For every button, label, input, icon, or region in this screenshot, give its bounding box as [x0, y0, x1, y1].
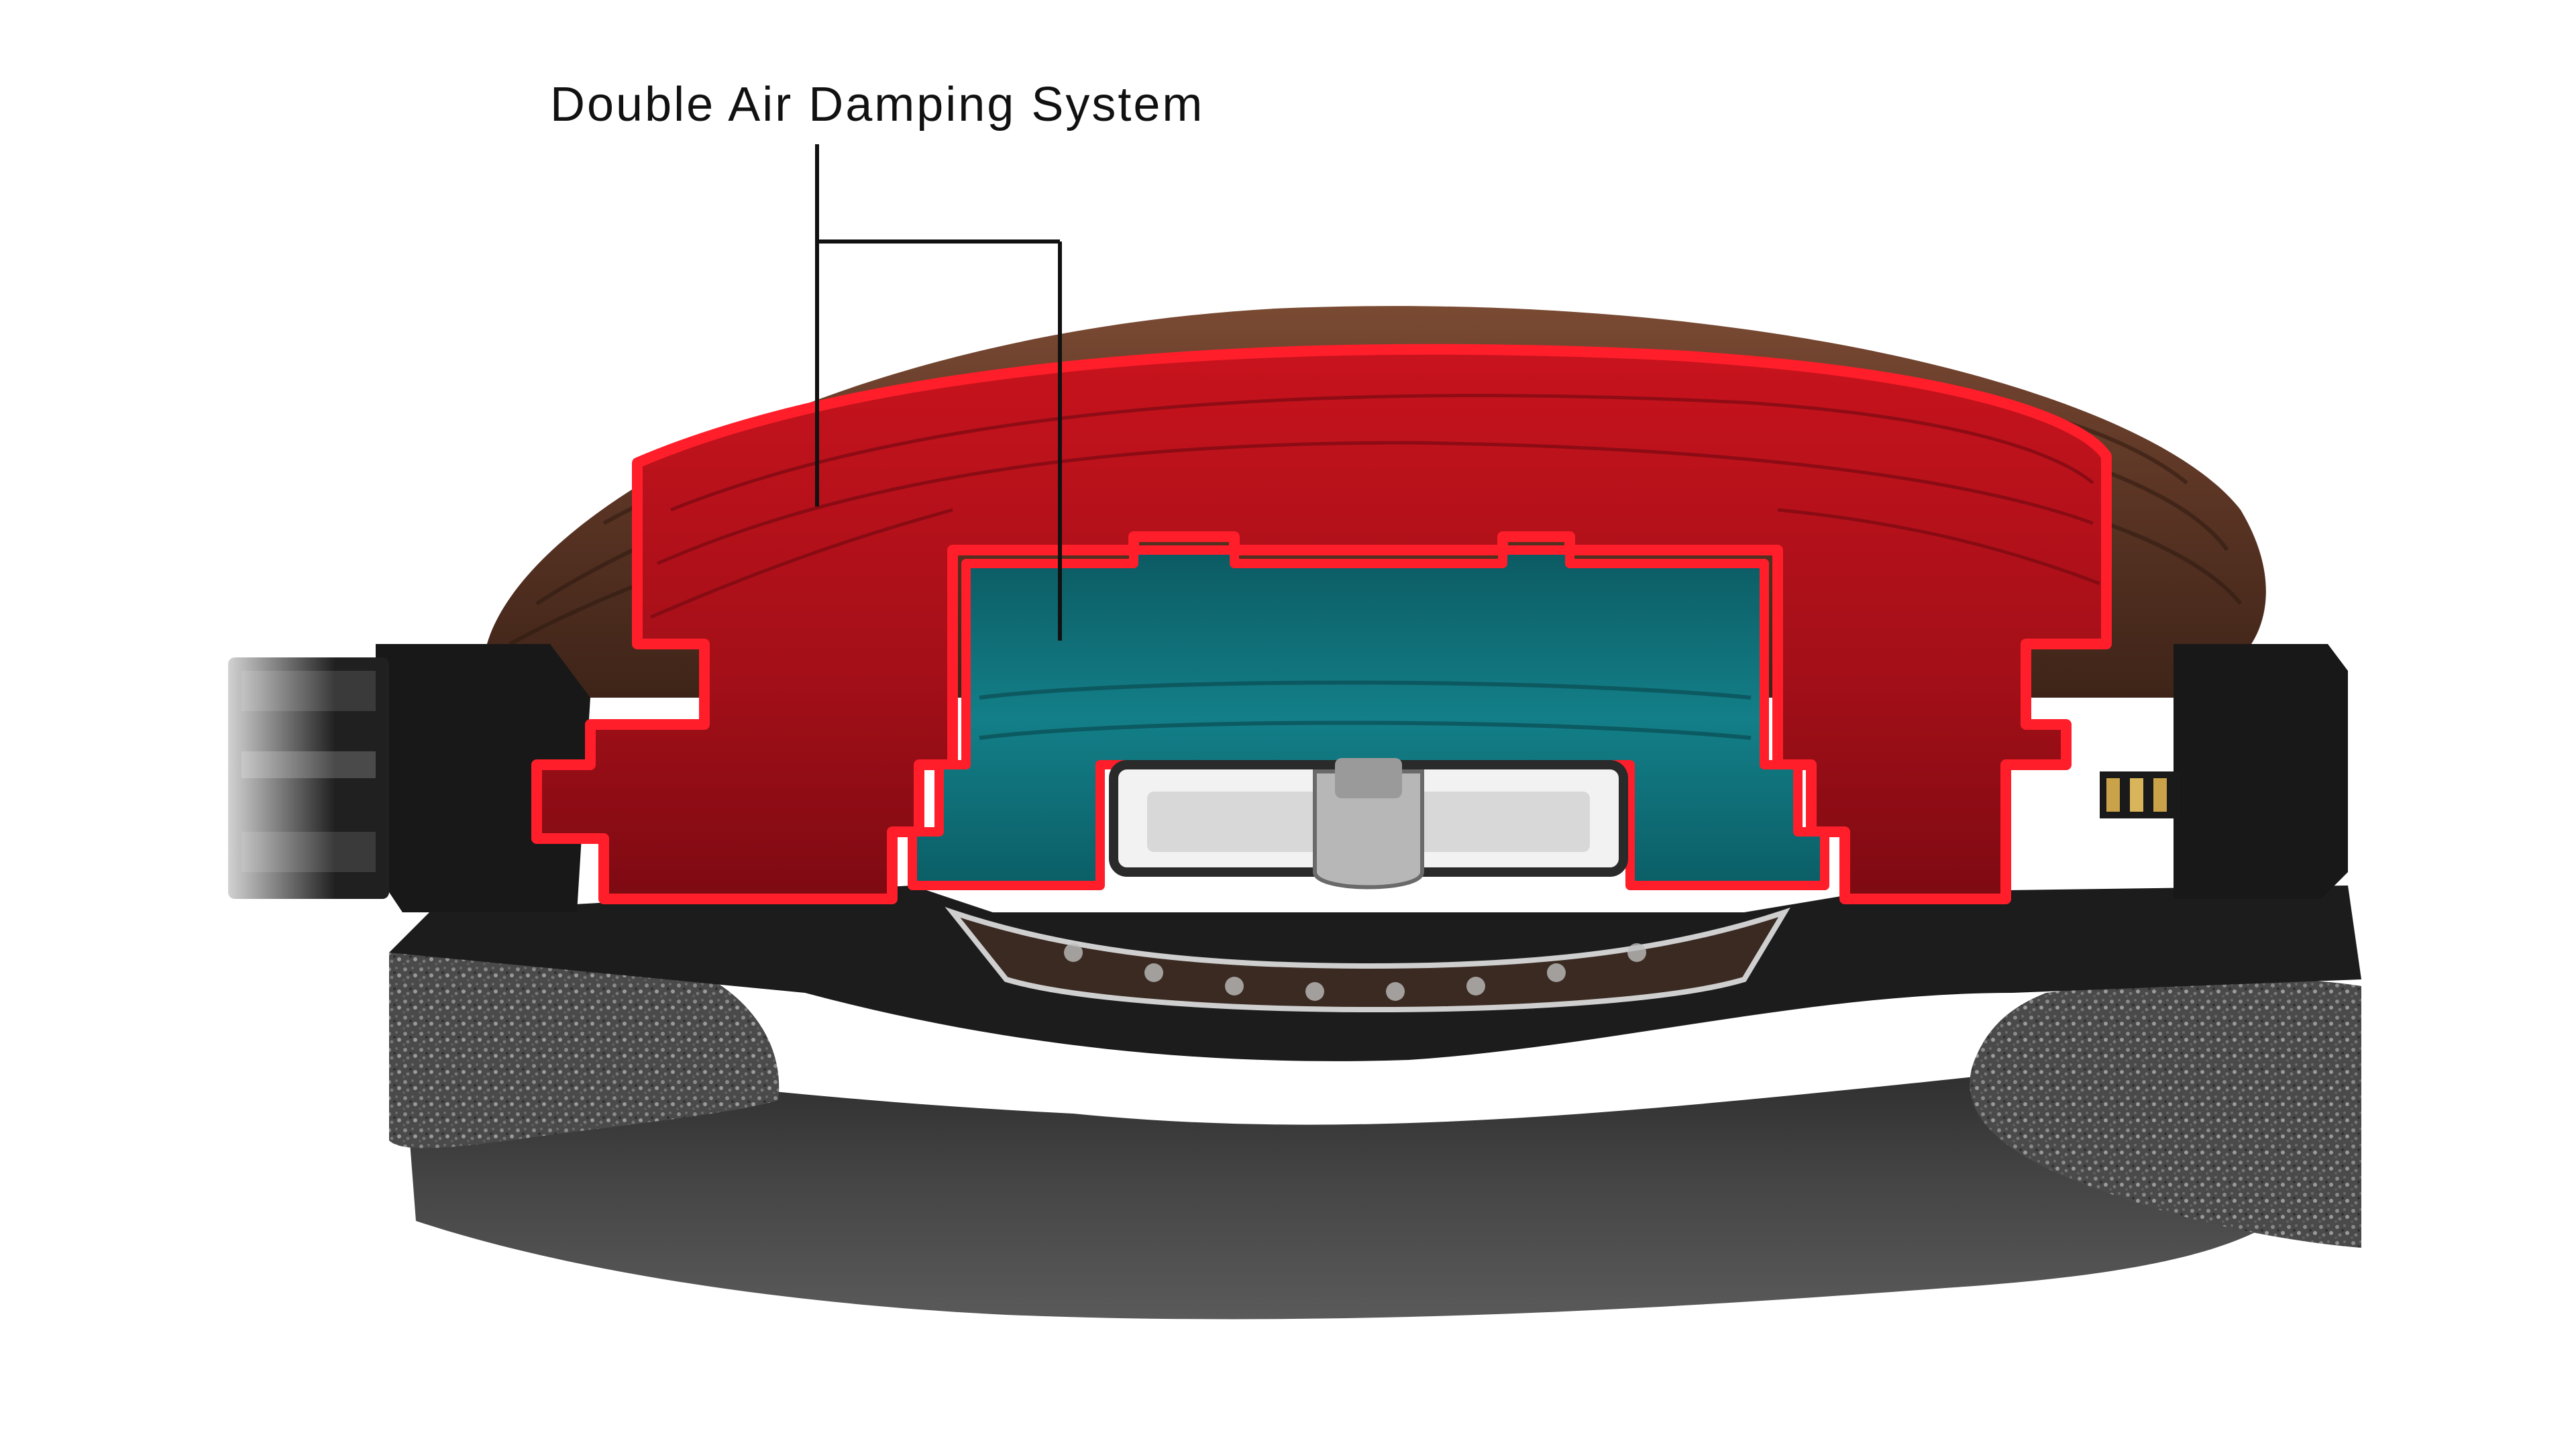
ear-pad-cushion	[402, 1046, 2334, 1320]
outer-air-chamber	[531, 343, 2112, 904]
inner-chamber-detail	[979, 680, 1752, 740]
connector-left	[201, 644, 389, 926]
outer-chamber-grain	[650, 394, 2100, 619]
driver-diaphragm	[945, 906, 1790, 1012]
housing-right	[2174, 644, 2348, 899]
inner-air-chamber	[908, 545, 1829, 890]
callout-label: Double Air Damping System	[550, 78, 1204, 131]
driver	[1109, 758, 1628, 890]
ear-pad-foam-right	[1970, 979, 2361, 1248]
ear-pad-foam-left	[389, 945, 780, 1148]
grille-holes	[1064, 943, 1646, 1001]
callout-leader	[815, 144, 1062, 641]
housing-left	[376, 644, 590, 912]
connector-right	[2100, 771, 2180, 818]
